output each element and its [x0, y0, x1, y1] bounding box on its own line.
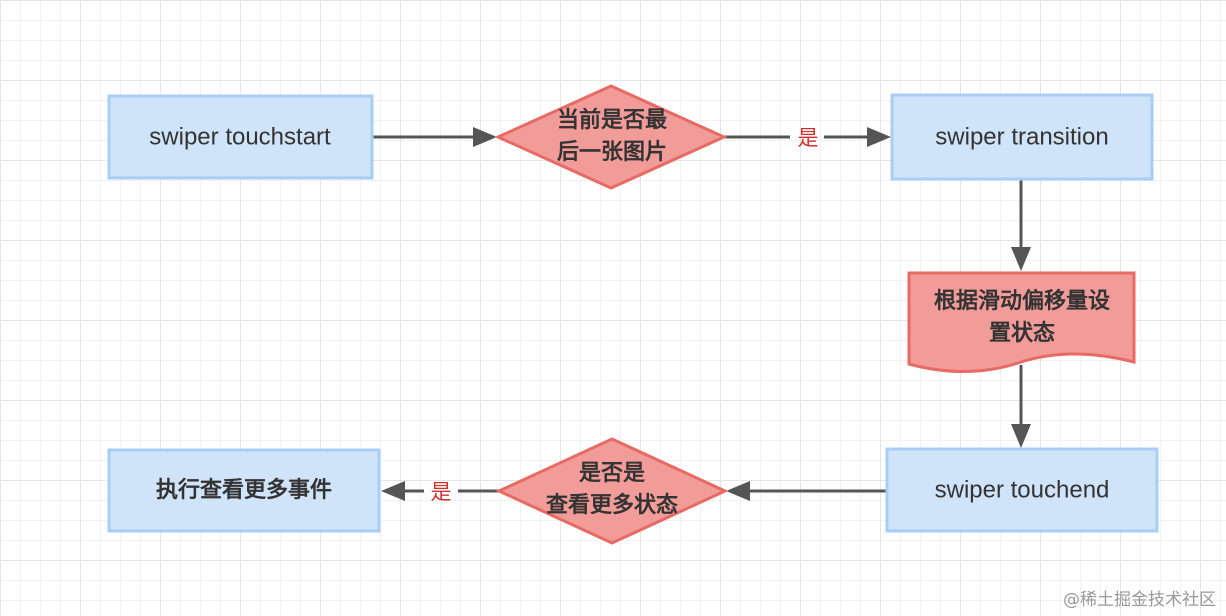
- node-swiper-transition[interactable]: swiper transition: [890, 93, 1154, 181]
- node-label-line-1: 根据滑动偏移量设: [934, 288, 1110, 314]
- arrowhead: [1011, 424, 1031, 448]
- edge-decision-to-view-more: 是: [381, 480, 499, 504]
- node-label-line-1: 是否是: [579, 461, 645, 486]
- node-label: 执行查看更多事件: [156, 477, 332, 503]
- node-label-line-2: 置状态: [989, 320, 1055, 346]
- node-label: swiper touchend: [935, 476, 1110, 503]
- node-label-line-2: 后一张图片: [557, 140, 667, 165]
- edge-touchstart-to-decision: [373, 127, 497, 147]
- arrowhead: [867, 127, 891, 147]
- node-swiper-touchend[interactable]: swiper touchend: [885, 447, 1159, 533]
- edge-set-state-to-touchend: [1011, 365, 1031, 448]
- arrowhead: [473, 127, 497, 147]
- node-is-last-image-decision[interactable]: 当前是否最 后一张图片: [494, 84, 728, 190]
- node-is-view-more-decision[interactable]: 是否是 查看更多状态: [495, 437, 729, 545]
- edge-transition-to-set-state: [1011, 180, 1031, 271]
- arrowhead: [726, 481, 750, 501]
- node-view-more-event[interactable]: 执行查看更多事件: [107, 448, 381, 533]
- node-set-state-document[interactable]: 根据滑动偏移量设 置状态: [907, 271, 1136, 374]
- arrowhead: [1011, 247, 1031, 271]
- edge-label-yes: 是: [431, 480, 452, 504]
- edge-decision-to-transition: 是: [724, 126, 891, 150]
- node-swiper-touchstart[interactable]: swiper touchstart: [107, 94, 374, 180]
- node-label: swiper touchstart: [149, 123, 331, 150]
- watermark: @稀土掘金技术社区: [1063, 590, 1216, 610]
- arrowhead: [381, 481, 405, 501]
- node-label-line-2: 查看更多状态: [546, 492, 678, 518]
- node-label-line-1: 当前是否最: [557, 107, 668, 133]
- edge-label-yes: 是: [798, 126, 819, 150]
- node-label: swiper transition: [935, 123, 1108, 150]
- edge-touchend-to-decision: [726, 481, 886, 501]
